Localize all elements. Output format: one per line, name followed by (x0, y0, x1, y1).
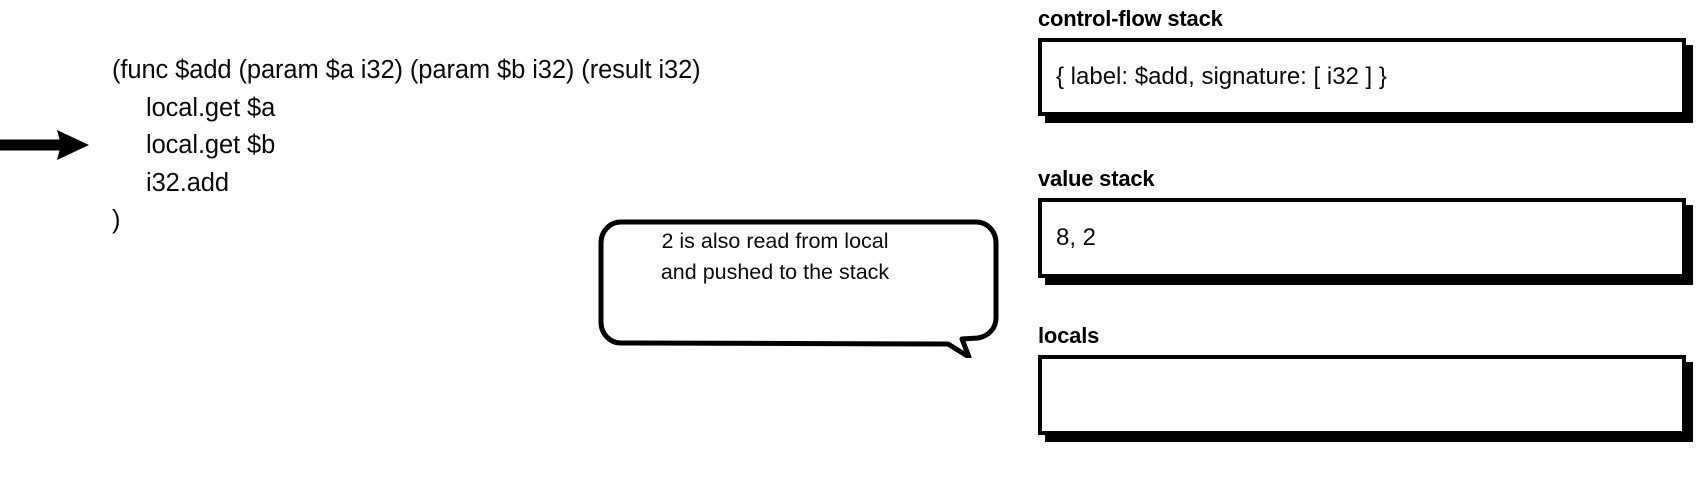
wasm-code-listing: (func $add (param $a i32) (param $b i32)… (112, 52, 932, 240)
code-line: i32.add (146, 168, 229, 197)
code-line: (func $add (param $a i32) (param $b i32)… (112, 56, 701, 84)
panel-box: 8, 2 (1038, 198, 1686, 278)
panel-content: 8, 2 (1056, 224, 1097, 251)
panel-box (1038, 355, 1686, 435)
panel-control-flow-stack: control-flow stack { label: $add, signat… (958, 6, 1686, 116)
panel-title: value stack (1038, 166, 1155, 191)
panel-title: locals (1038, 323, 1100, 348)
callout-line: and pushed to the stack (660, 260, 890, 284)
panel-content (1042, 359, 1682, 431)
callout-line: 2 is also read from local (661, 229, 889, 253)
panel-locals: locals (958, 323, 1686, 435)
callout-bubble: 2 is also read from local and pushed to … (566, 198, 1018, 358)
panel-content: { label: $add, signature: [ i32 ] } (1056, 63, 1387, 90)
callout-text: 2 is also read from local and pushed to … (606, 226, 944, 288)
panel-box: { label: $add, signature: [ i32 ] } (1038, 38, 1686, 116)
panel-title: control-flow stack (1038, 6, 1223, 31)
code-line: local.get $a (146, 93, 276, 122)
panel-value-stack: value stack 8, 2 (958, 166, 1686, 278)
right-arrow-icon (0, 126, 92, 164)
code-line: ) (112, 206, 121, 234)
code-line-current: local.get $b (146, 131, 276, 159)
